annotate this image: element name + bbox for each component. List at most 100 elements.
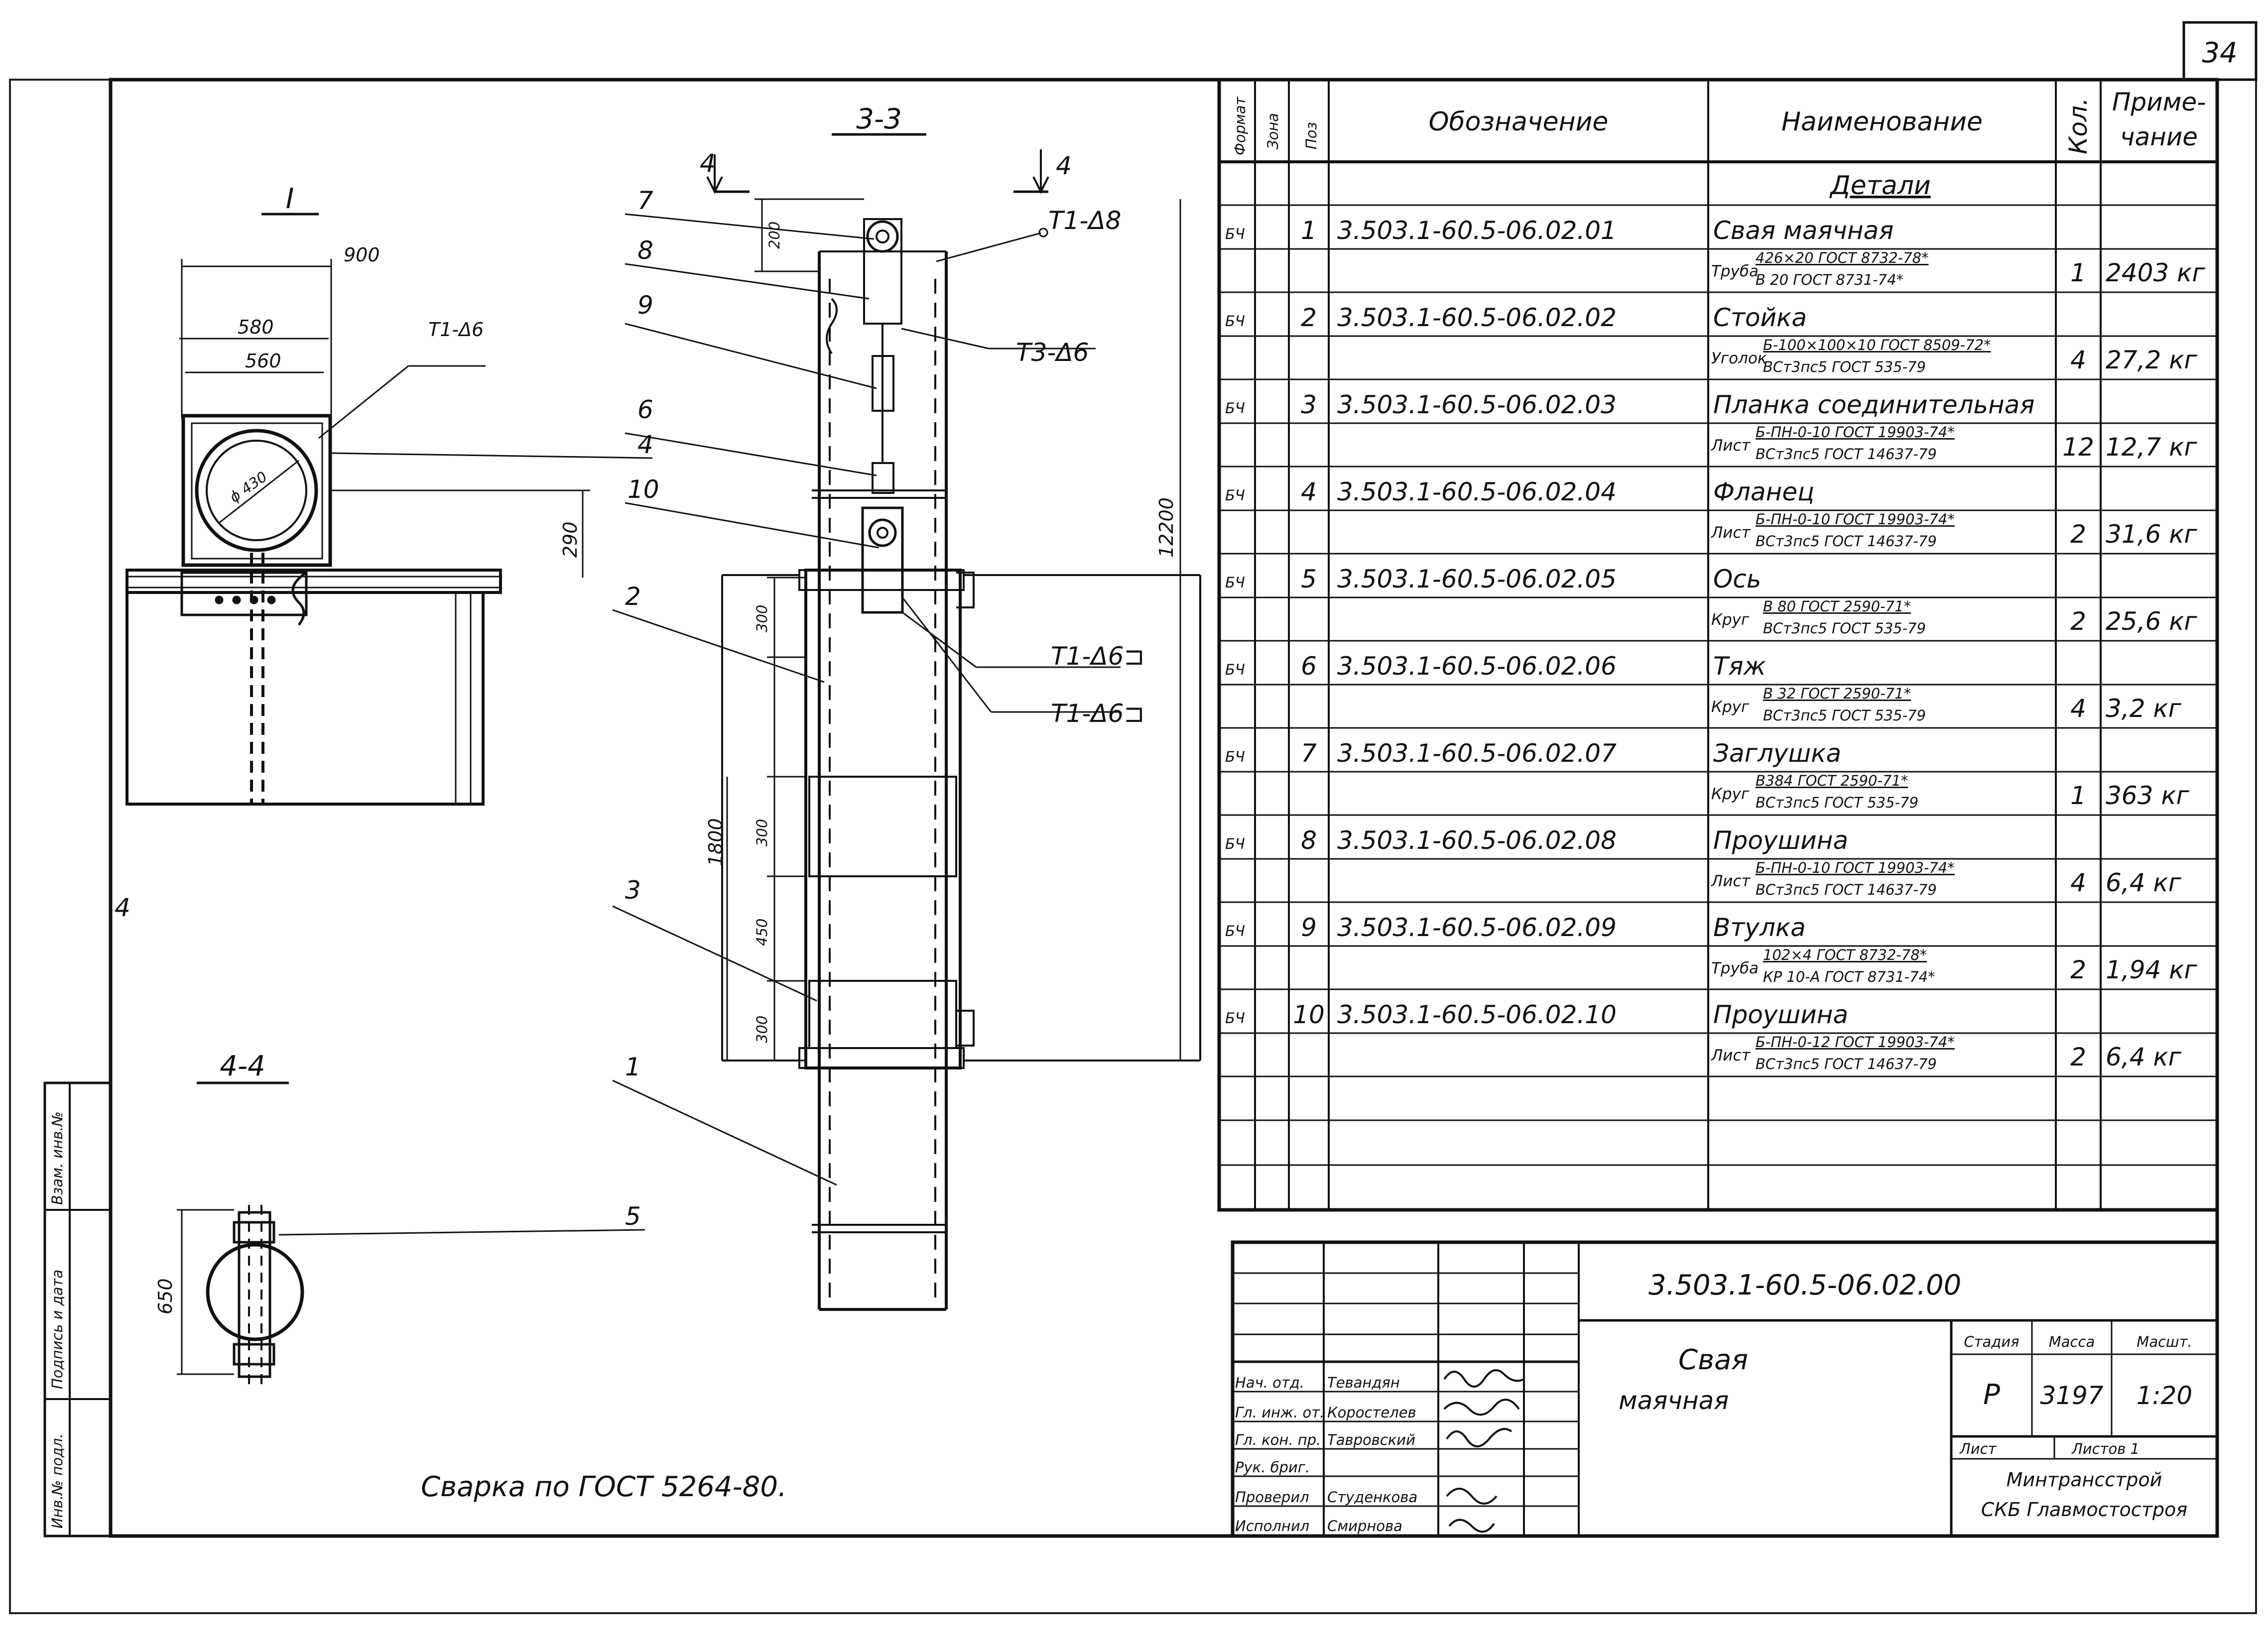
row-mat-prefix: Труба xyxy=(1711,262,1759,280)
row-note: 363 кг xyxy=(2106,781,2190,810)
row-format: БЧ xyxy=(1225,574,1245,591)
row-mat-top: В 80 ГОСТ 2590-71* xyxy=(1763,598,1911,615)
dim-650: 650 xyxy=(154,1278,176,1314)
cut-mark-side: 4 xyxy=(115,893,130,922)
row-pos: 8 xyxy=(1301,826,1317,855)
row-format: БЧ xyxy=(1225,923,1245,940)
title-block-text: 3.503.1-60.5-06.02.00 Свая маячная Стади… xyxy=(1235,1269,2192,1534)
hdr-pos: Поз xyxy=(1303,122,1320,149)
row-format: БЧ xyxy=(1225,226,1245,242)
person-role: Рук. бриг. xyxy=(1235,1459,1310,1476)
table-row: БЧ 10 3.503.1-60.5-06.02.10 Проушина Лис… xyxy=(1225,1000,2182,1072)
weld-label-t1-6-a: Т1-Δ6⊐ xyxy=(1051,642,1144,671)
weld-note: Сварка по ГОСТ 5264-80. xyxy=(421,1471,787,1503)
stamp-inv-dubl: Взам. инв.№ xyxy=(49,1111,66,1205)
callout-1: 1 xyxy=(625,1053,641,1081)
org-line-2: СКБ Главмостостроя xyxy=(1981,1499,2187,1521)
hdr-designation: Обозначение xyxy=(1429,107,1609,137)
weld-label-t1-8: Т1-Δ8 xyxy=(1048,206,1121,235)
person-name: Смирнова xyxy=(1327,1518,1402,1534)
callout-3: 3 xyxy=(625,876,641,905)
row-designation: 3.503.1-60.5-06.02.09 xyxy=(1337,913,1617,942)
row-mat-bot: ВСт3пс5 ГОСТ 535-79 xyxy=(1763,620,1926,637)
row-format: БЧ xyxy=(1225,400,1245,417)
row-pos: 6 xyxy=(1301,652,1317,681)
callout-6: 6 xyxy=(637,395,653,424)
row-pos: 10 xyxy=(1293,1000,1325,1029)
table-row: БЧ 9 3.503.1-60.5-06.02.09 Втулка Труба … xyxy=(1225,913,2197,985)
row-name: Втулка xyxy=(1713,913,1806,942)
person-name: Тевандян xyxy=(1327,1374,1400,1391)
callout-8: 8 xyxy=(637,236,653,265)
person-name: Студенкова xyxy=(1327,1489,1417,1506)
row-qty: 4 xyxy=(2070,694,2086,723)
hdr-note-2: чание xyxy=(2120,122,2198,151)
spec-header: Формат Зона Поз Обозначение Наименование… xyxy=(1232,88,2206,201)
callout-4: 4 xyxy=(637,430,653,459)
sheet-number-box: 34 xyxy=(2182,21,2258,81)
row-mat-top: Б-ПН-0-10 ГОСТ 19903-74* xyxy=(1756,859,1955,876)
dim-580: 580 xyxy=(238,316,274,338)
dim-12200: 12200 xyxy=(1155,497,1177,558)
doc-code: 3.503.1-60.5-06.02.00 xyxy=(1648,1269,1961,1301)
row-mat-prefix: Круг xyxy=(1711,785,1750,803)
row-name: Проушина xyxy=(1713,826,1848,855)
row-name: Ось xyxy=(1713,565,1761,593)
row-note: 3,2 кг xyxy=(2106,694,2182,723)
row-format: БЧ xyxy=(1225,835,1245,852)
dim-900: 900 xyxy=(344,244,380,266)
row-mat-prefix: Лист xyxy=(1711,437,1751,455)
stamp-inv-orig: Инв.№ подл. xyxy=(49,1433,66,1529)
spec-rows: БЧ 1 3.503.1-60.5-06.02.01 Свая маячная … xyxy=(1225,216,2205,1072)
row-format: БЧ xyxy=(1225,661,1245,678)
table-row: БЧ 2 3.503.1-60.5-06.02.02 Стойка Уголок… xyxy=(1225,303,2197,375)
row-mat-prefix: Лист xyxy=(1711,1047,1751,1064)
hdr-name: Наименование xyxy=(1781,107,1983,137)
person-role: Гл. инж. от. xyxy=(1235,1404,1324,1421)
callout-7: 7 xyxy=(637,186,653,215)
row-mat-bot: ВСт3пс5 ГОСТ 14637-79 xyxy=(1756,446,1937,463)
stamp-signature-date: Подпись и дата xyxy=(49,1270,66,1389)
row-note: 1,94 кг xyxy=(2106,955,2197,984)
row-mat-top: В 32 ГОСТ 2590-71* xyxy=(1763,685,1911,702)
hdr-format: Формат xyxy=(1232,96,1249,155)
row-qty: 1 xyxy=(2070,258,2086,287)
dim-300-mid: 300 xyxy=(754,819,770,846)
row-note: 27,2 кг xyxy=(2106,346,2197,374)
person-role: Гл. кон. пр. xyxy=(1235,1431,1321,1448)
row-mat-prefix: Лист xyxy=(1711,872,1751,890)
dim-560: 560 xyxy=(245,350,281,372)
table-row: БЧ 7 3.503.1-60.5-06.02.07 Заглушка Круг… xyxy=(1225,739,2190,811)
row-note: 31,6 кг xyxy=(2106,520,2197,549)
view-I-label: I xyxy=(286,183,294,215)
row-mat-top: 102×4 ГОСТ 8732-78* xyxy=(1763,946,1927,963)
drawing-views xyxy=(126,133,1201,1389)
sheet-number: 34 xyxy=(2202,37,2237,69)
row-note: 6,4 кг xyxy=(2106,1043,2182,1071)
row-pos: 1 xyxy=(1301,216,1317,245)
callout-10: 10 xyxy=(628,475,659,504)
dim-300-top: 300 xyxy=(754,605,770,632)
stage-value: Р xyxy=(1983,1379,2000,1411)
weld-label-t1-6: Т1-Δ6 xyxy=(428,319,484,341)
hdr-qty: Кол. xyxy=(2064,98,2093,154)
row-name: Стойка xyxy=(1713,303,1807,332)
row-qty: 12 xyxy=(2062,433,2094,462)
table-row: БЧ 1 3.503.1-60.5-06.02.01 Свая маячная … xyxy=(1225,216,2205,288)
row-mat-prefix: Круг xyxy=(1711,611,1750,629)
row-mat-top: В384 ГОСТ 2590-71* xyxy=(1756,772,1908,789)
row-mat-bot: ВСт3пс5 ГОСТ 14637-79 xyxy=(1756,1056,1937,1072)
table-row: БЧ 6 3.503.1-60.5-06.02.06 Тяж Круг В 32… xyxy=(1225,652,2182,724)
person-role: Нач. отд. xyxy=(1235,1374,1304,1391)
weld-label-t1-6-b: Т1-Δ6⊐ xyxy=(1051,699,1144,728)
table-row: БЧ 3 3.503.1-60.5-06.02.03 Планка соедин… xyxy=(1225,390,2197,463)
row-pos: 7 xyxy=(1301,739,1317,768)
sheet-label: Лист xyxy=(1959,1440,1997,1457)
row-note: 2403 кг xyxy=(2106,258,2205,287)
person-name: Тавровский xyxy=(1327,1431,1415,1448)
row-name: Фланец xyxy=(1713,477,1814,506)
mass-value: 3197 xyxy=(2040,1381,2103,1410)
title-line-2: маячная xyxy=(1619,1386,1729,1415)
row-format: БЧ xyxy=(1225,748,1245,765)
row-mat-top: Б-ПН-0-10 ГОСТ 19903-74* xyxy=(1756,424,1955,441)
